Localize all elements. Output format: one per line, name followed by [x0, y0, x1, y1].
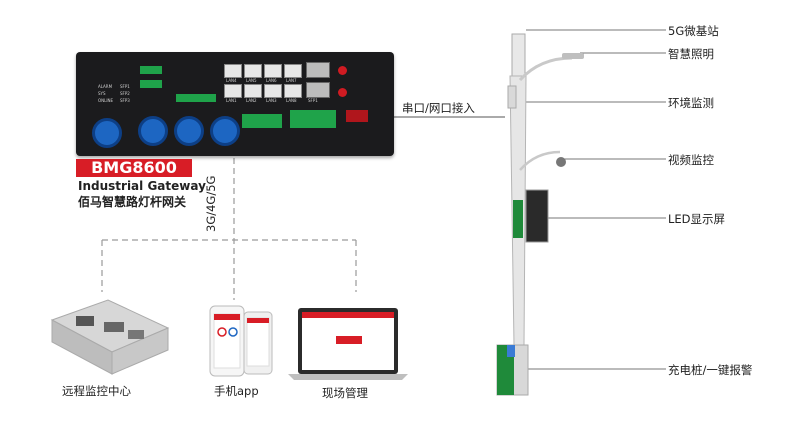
- lan-port: [224, 84, 242, 98]
- network-label-text: 3G/4G/5G: [204, 175, 218, 232]
- panel-label: SFP3: [120, 98, 130, 103]
- smart-pole: [496, 33, 584, 396]
- panel-label: SFP1: [308, 98, 318, 103]
- panel-label: LAN1: [226, 98, 237, 103]
- antenna-connector: [174, 116, 204, 146]
- panel-label: LAN3: [266, 98, 277, 103]
- device-model-badge: BMG8600: [76, 159, 192, 177]
- pole-label-charger: 充电桩/一键报警: [668, 363, 753, 377]
- panel-label: ALARM: [98, 84, 113, 89]
- pole-label-led: LED显示屏: [668, 212, 726, 226]
- link-label: 串口/网口接入: [402, 101, 475, 115]
- base-station-box: [511, 33, 526, 77]
- phone-image: [209, 305, 273, 377]
- terminal-block: [140, 66, 162, 74]
- panel-label: ONLINE: [98, 98, 114, 103]
- charger-screen: [507, 345, 515, 357]
- pole-label-video: 视频监控: [668, 153, 714, 167]
- sfp-port: [306, 82, 330, 98]
- pole-label-lighting: 智慧照明: [668, 47, 714, 61]
- panel-label: SFP1: [120, 84, 130, 89]
- laptop-image: [288, 308, 408, 380]
- panel-label: LAN8: [286, 98, 297, 103]
- panel-label: LAN2: [246, 98, 257, 103]
- client-label-onsite: 现场管理: [322, 386, 368, 400]
- lan-port: [264, 64, 282, 78]
- pole-label-env: 环境监测: [668, 96, 714, 110]
- antenna-connector: [210, 116, 240, 146]
- red-indicator: [338, 88, 347, 97]
- panel-label: LAN4: [226, 78, 237, 83]
- lan-port: [284, 64, 302, 78]
- device-subtitle-en: Industrial Gateway: [78, 179, 206, 193]
- monitoring-center-image: [50, 299, 170, 375]
- antenna-connector: [92, 118, 122, 148]
- brand-badge: [346, 110, 368, 122]
- panel-label: LAN7: [286, 78, 297, 83]
- network-label: 3G/4G/5G: [198, 162, 228, 232]
- panel-label: SFP2: [120, 91, 130, 96]
- device-subtitle-cn: 佰马智慧路灯杆网关: [78, 195, 187, 209]
- terminal-block: [176, 94, 216, 102]
- camera-dome: [556, 157, 566, 167]
- led-screen: [525, 189, 549, 243]
- sfp-port: [306, 62, 330, 78]
- client-label-phone: 手机app: [214, 384, 259, 398]
- terminal-block: [290, 110, 336, 128]
- lamp-arm: [518, 56, 573, 82]
- pole-label-5g: 5G微基站: [668, 24, 719, 38]
- camera-arm: [519, 150, 561, 171]
- terminal-block: [242, 114, 282, 128]
- lan-port: [244, 64, 262, 78]
- lan-port: [264, 84, 282, 98]
- lan-port: [284, 84, 302, 98]
- terminal-block: [140, 80, 162, 88]
- lan-port: [224, 64, 242, 78]
- charger-green-panel: [497, 345, 514, 395]
- env-sensor: [507, 85, 517, 109]
- panel-label: LAN6: [266, 78, 277, 83]
- lamp-head: [562, 53, 584, 59]
- pole-green-panel: [513, 200, 523, 238]
- lan-port: [244, 84, 262, 98]
- gateway-device-image: ALARM SYS ONLINE SFP1 SFP2 SFP3 LAN4 LAN…: [76, 52, 394, 156]
- panel-label: SYS: [98, 91, 106, 96]
- antenna-connector: [138, 116, 168, 146]
- red-indicator: [338, 66, 347, 75]
- client-label-monitoring: 远程监控中心: [62, 384, 131, 398]
- panel-label: LAN5: [246, 78, 257, 83]
